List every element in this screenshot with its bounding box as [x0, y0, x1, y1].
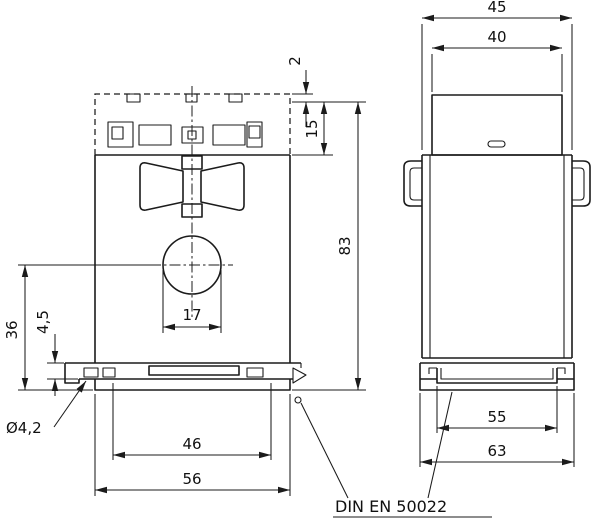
- terminal-screw-1: [111, 126, 124, 140]
- leader-reference-dot: [294, 396, 302, 404]
- terminal-block-2: [138, 124, 172, 146]
- dim-hole-label: Ø4,2: [6, 419, 42, 437]
- primary-window-hole: [162, 235, 222, 295]
- terminal-block-4: [246, 121, 263, 148]
- core-clamp-right: [200, 162, 245, 211]
- top-block: [431, 94, 563, 156]
- foot-slot-right: [246, 367, 264, 378]
- dim-45-label: 45: [487, 0, 506, 16]
- foot-hook-left: [64, 363, 80, 384]
- mounting-ear-right-inner: [572, 167, 585, 201]
- foot-slot-left-1: [83, 367, 99, 378]
- dim-55-label: 55: [487, 408, 506, 426]
- dim-46-label: 46: [182, 435, 201, 453]
- foot-outline: [419, 363, 575, 391]
- din-rail-hook-right: [557, 367, 566, 374]
- dim-15-label: 15: [303, 119, 321, 138]
- side-view-dimensions: 45 40 55 63: [419, 0, 575, 467]
- side-view: [403, 94, 591, 391]
- terminal-block-1: [107, 121, 134, 148]
- dim-hole-leader: [53, 380, 87, 428]
- rail-spring-clip: [292, 367, 307, 384]
- rail-window-slot: [148, 365, 240, 376]
- core-clamp-left: [139, 162, 184, 211]
- din-standard-label: DIN EN 50022: [335, 497, 447, 516]
- dim-2-label: 2: [286, 56, 304, 66]
- top-block-slot: [487, 140, 506, 148]
- mounting-ear-left: [403, 160, 422, 207]
- mounting-ear-right: [572, 160, 591, 207]
- dim-63-label: 63: [487, 442, 506, 460]
- foot-base: [94, 379, 291, 391]
- din-rail-channel-inner: [440, 368, 554, 380]
- dim-36-label: 36: [3, 320, 21, 339]
- din-standard-note: DIN EN 50022: [300, 391, 492, 518]
- dim-4-5-label: 4,5: [34, 310, 52, 334]
- front-view: [64, 86, 307, 404]
- foot-slot-left-2: [102, 367, 116, 378]
- note-leader-to-front-view: [300, 402, 349, 499]
- top-tab-left: [126, 93, 141, 103]
- dim-56-label: 56: [182, 470, 201, 488]
- din-rail-hook-left: [428, 367, 437, 374]
- terminal-screw-4: [248, 125, 261, 139]
- dim-17-label: 17: [182, 306, 201, 324]
- note-leader-to-side-view: [427, 391, 453, 499]
- terminal-block-3: [212, 124, 246, 146]
- mounting-ear-left-inner: [409, 167, 422, 201]
- top-tab-right: [228, 93, 243, 103]
- dim-40-label: 40: [487, 28, 506, 46]
- dim-83-label: 83: [336, 236, 354, 255]
- front-view-dimensions: 2 15 83 36 4,5 17 46 56 Ø4,2: [3, 56, 366, 496]
- terminal-cover-hidden-outline: [94, 93, 291, 155]
- din-rail-channel-outer: [436, 368, 558, 384]
